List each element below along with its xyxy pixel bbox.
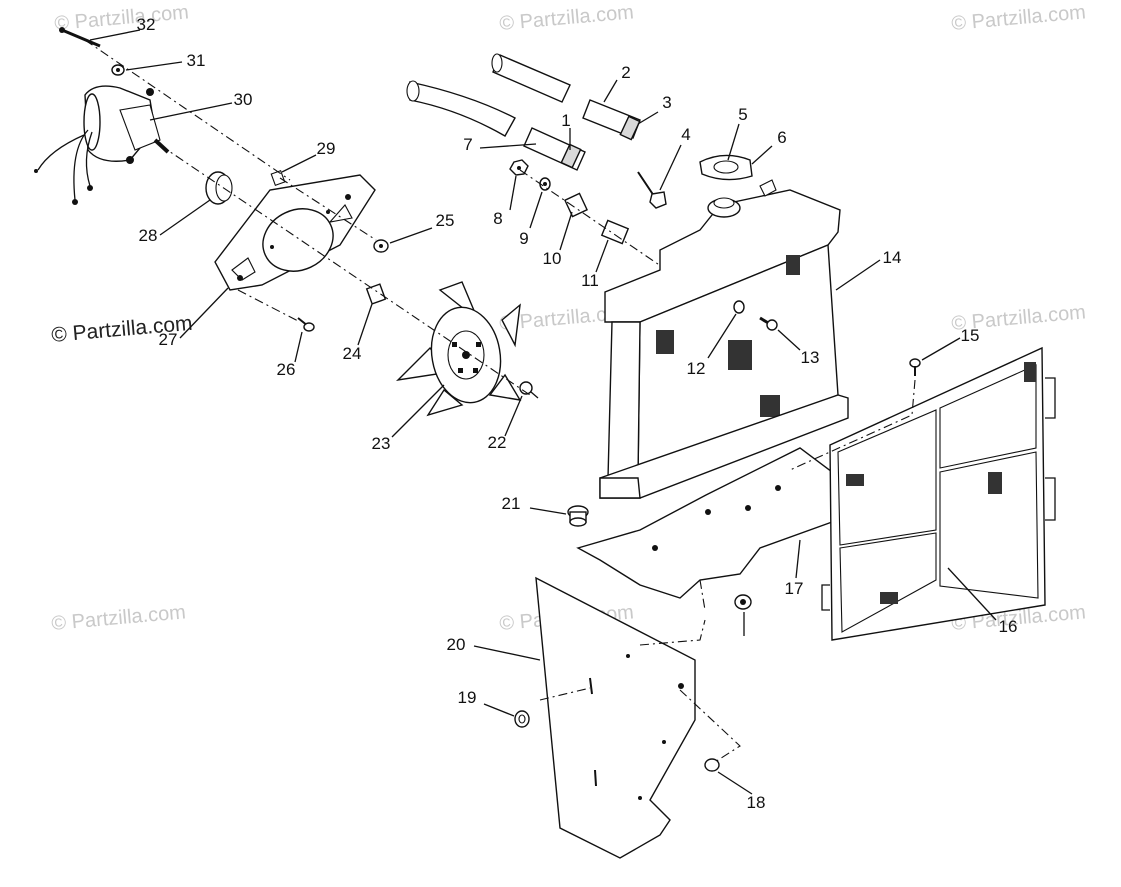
screen-16 bbox=[821, 346, 1056, 641]
rivet-18 bbox=[704, 758, 720, 772]
callout-labels: 1234567891011121314151617181920212223242… bbox=[137, 15, 1018, 812]
fan-motor-30 bbox=[34, 85, 170, 205]
callout-28: 28 bbox=[139, 226, 158, 245]
watermark-text: © Partzilla.com bbox=[51, 601, 187, 635]
leader-lines bbox=[89, 29, 997, 795]
spacer-28 bbox=[205, 171, 233, 205]
callout-21: 21 bbox=[502, 494, 521, 513]
fan-blade-23 bbox=[395, 281, 522, 417]
callout-11: 11 bbox=[581, 271, 599, 290]
callout-3: 3 bbox=[662, 93, 671, 112]
bolt-32 bbox=[59, 27, 101, 48]
callout-22: 22 bbox=[488, 433, 507, 452]
callout-4: 4 bbox=[681, 125, 690, 144]
spacer-24 bbox=[365, 283, 387, 305]
washer-31 bbox=[111, 64, 125, 76]
nut-29 bbox=[270, 169, 286, 187]
callout-10: 10 bbox=[543, 249, 562, 268]
bolt-13 bbox=[759, 316, 778, 331]
screw-26 bbox=[297, 317, 315, 332]
nut-8-lower bbox=[734, 594, 752, 610]
watermark-text: © Partzilla.com bbox=[54, 1, 190, 35]
callout-13: 13 bbox=[801, 348, 820, 367]
callout-27: 27 bbox=[159, 330, 178, 349]
grommet-21 bbox=[567, 505, 589, 527]
callout-25: 25 bbox=[436, 211, 455, 230]
callout-8: 8 bbox=[493, 209, 502, 228]
bolt-4 bbox=[637, 171, 667, 209]
nut-22 bbox=[519, 381, 539, 399]
callout-29: 29 bbox=[317, 139, 336, 158]
washer-12 bbox=[733, 300, 745, 314]
callout-2: 2 bbox=[621, 63, 630, 82]
callout-24: 24 bbox=[343, 344, 362, 363]
callout-30: 30 bbox=[234, 90, 253, 109]
callout-12: 12 bbox=[687, 359, 706, 378]
nut-8-upper bbox=[509, 159, 529, 176]
bushing-11 bbox=[600, 219, 630, 245]
hose-2 bbox=[491, 53, 571, 103]
screw-15 bbox=[909, 358, 921, 376]
nut-25 bbox=[373, 239, 389, 253]
callout-5: 5 bbox=[738, 105, 747, 124]
callout-19: 19 bbox=[458, 688, 477, 707]
fan-motor-assembly bbox=[34, 27, 539, 417]
bushing-10 bbox=[564, 192, 588, 218]
hose-3-clamp bbox=[582, 99, 641, 141]
callout-9: 9 bbox=[519, 229, 528, 248]
watermark-text: © Partzilla.com bbox=[499, 1, 635, 35]
callout-23: 23 bbox=[372, 434, 391, 453]
watermark-text: © Partzilla.com bbox=[951, 1, 1087, 35]
callout-26: 26 bbox=[277, 360, 296, 379]
callout-6: 6 bbox=[777, 128, 786, 147]
callout-32: 32 bbox=[137, 15, 156, 34]
motor-bracket-27 bbox=[214, 174, 376, 291]
callout-7: 7 bbox=[463, 135, 472, 154]
upper-hose bbox=[406, 80, 516, 137]
fitting-1 bbox=[523, 127, 586, 171]
callout-17: 17 bbox=[785, 579, 804, 598]
gasket-5 bbox=[699, 154, 753, 181]
radiator-cap-6 bbox=[707, 197, 741, 218]
radiator-14 bbox=[599, 179, 849, 499]
shroud-20 bbox=[535, 576, 741, 859]
callout-31: 31 bbox=[187, 51, 206, 70]
callout-16: 16 bbox=[999, 617, 1018, 636]
callout-15: 15 bbox=[961, 326, 980, 345]
washer-19 bbox=[514, 710, 530, 728]
hose-assembly bbox=[406, 53, 753, 321]
callout-14: 14 bbox=[883, 248, 902, 267]
callout-1: 1 bbox=[561, 111, 570, 130]
mount-plate-17 bbox=[576, 447, 837, 611]
callout-18: 18 bbox=[747, 793, 766, 812]
callout-20: 20 bbox=[447, 635, 466, 654]
